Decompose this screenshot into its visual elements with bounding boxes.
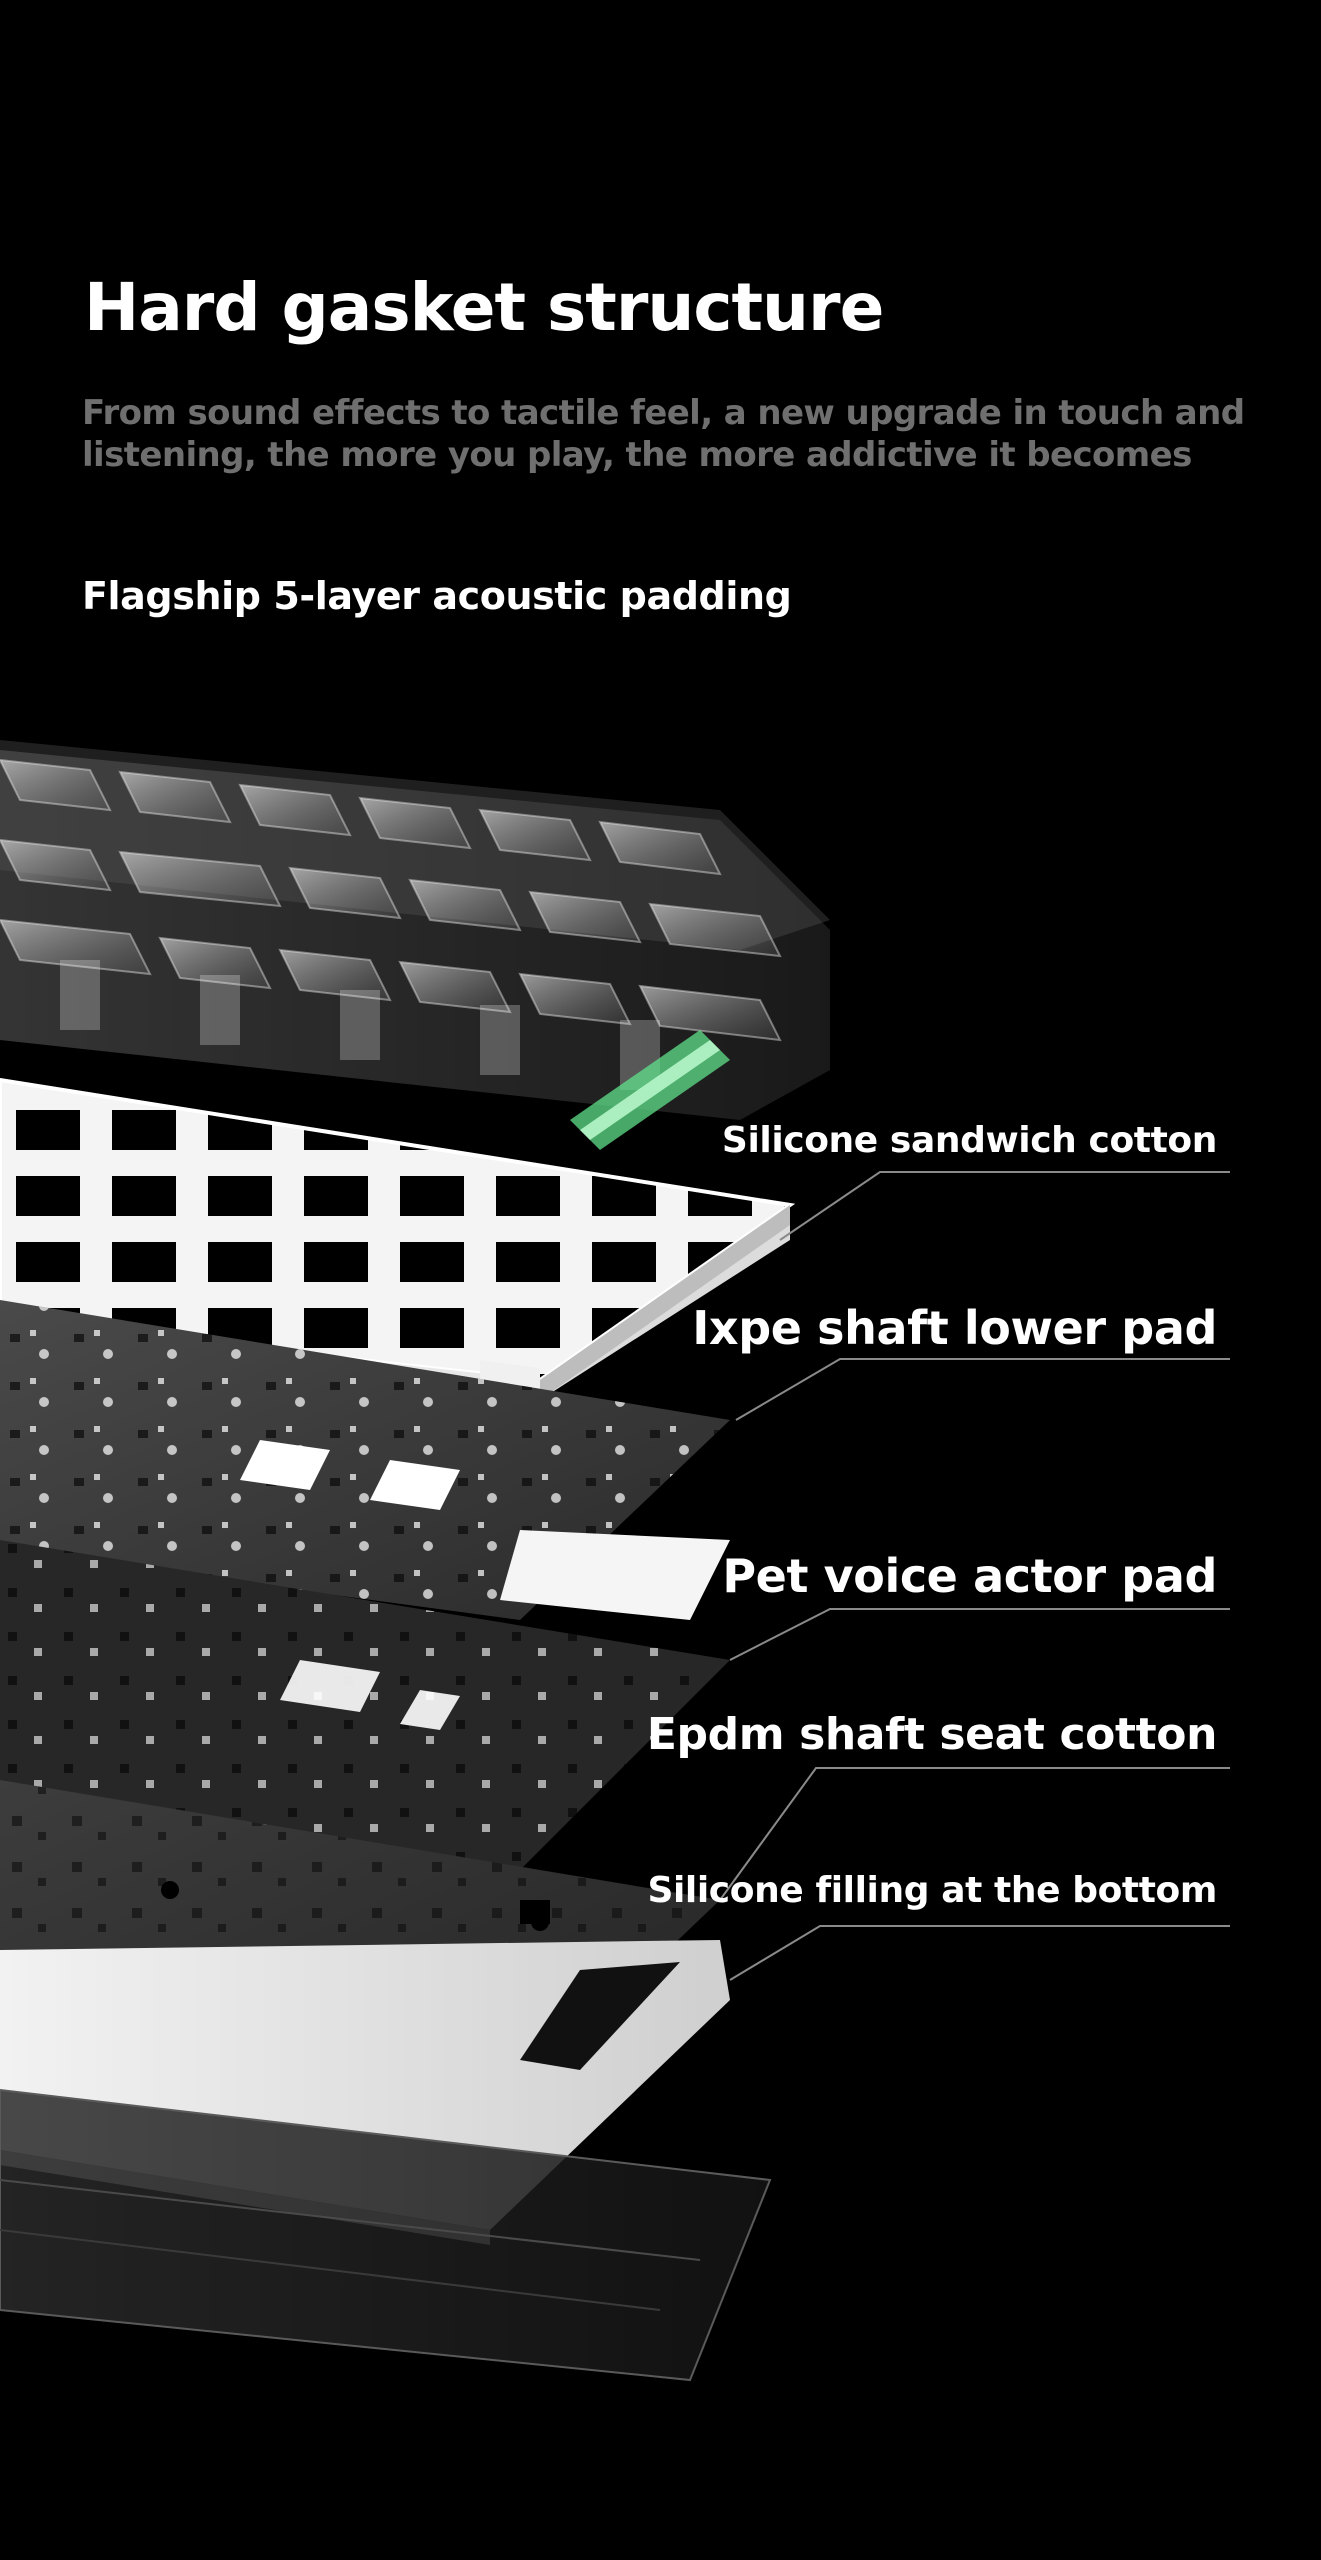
page-subtitle: From sound effects to tactile feel, a ne… <box>82 392 1262 476</box>
page-title: Hard gasket structure <box>84 269 884 346</box>
subtitle-line-2: listening, the more you play, the more a… <box>82 435 1192 475</box>
layer-label-silicone-sandwich-cotton: Silicone sandwich cotton <box>721 1120 1217 1161</box>
layer-label-silicone-filling-bottom: Silicone filling at the bottom <box>647 1870 1217 1911</box>
subtitle-line-1: From sound effects to tactile feel, a ne… <box>82 393 1245 433</box>
keycap-layer <box>0 740 830 1150</box>
base-case-layer <box>0 2088 772 2382</box>
section-heading: Flagship 5-layer acoustic padding <box>82 574 792 618</box>
exploded-keyboard-illustration <box>0 740 1230 2382</box>
leader-lines <box>719 1171 1230 1981</box>
layer-label-epdm-shaft-seat-cotton: Epdm shaft seat cotton <box>646 1709 1218 1760</box>
layer-label-ixpe-shaft-lower-pad: Ixpe shaft lower pad <box>692 1301 1217 1355</box>
layer-label-pet-voice-actor-pad: Pet voice actor pad <box>722 1549 1217 1603</box>
ixpe-layer <box>0 1300 730 1620</box>
pet-layer <box>0 1540 730 1870</box>
